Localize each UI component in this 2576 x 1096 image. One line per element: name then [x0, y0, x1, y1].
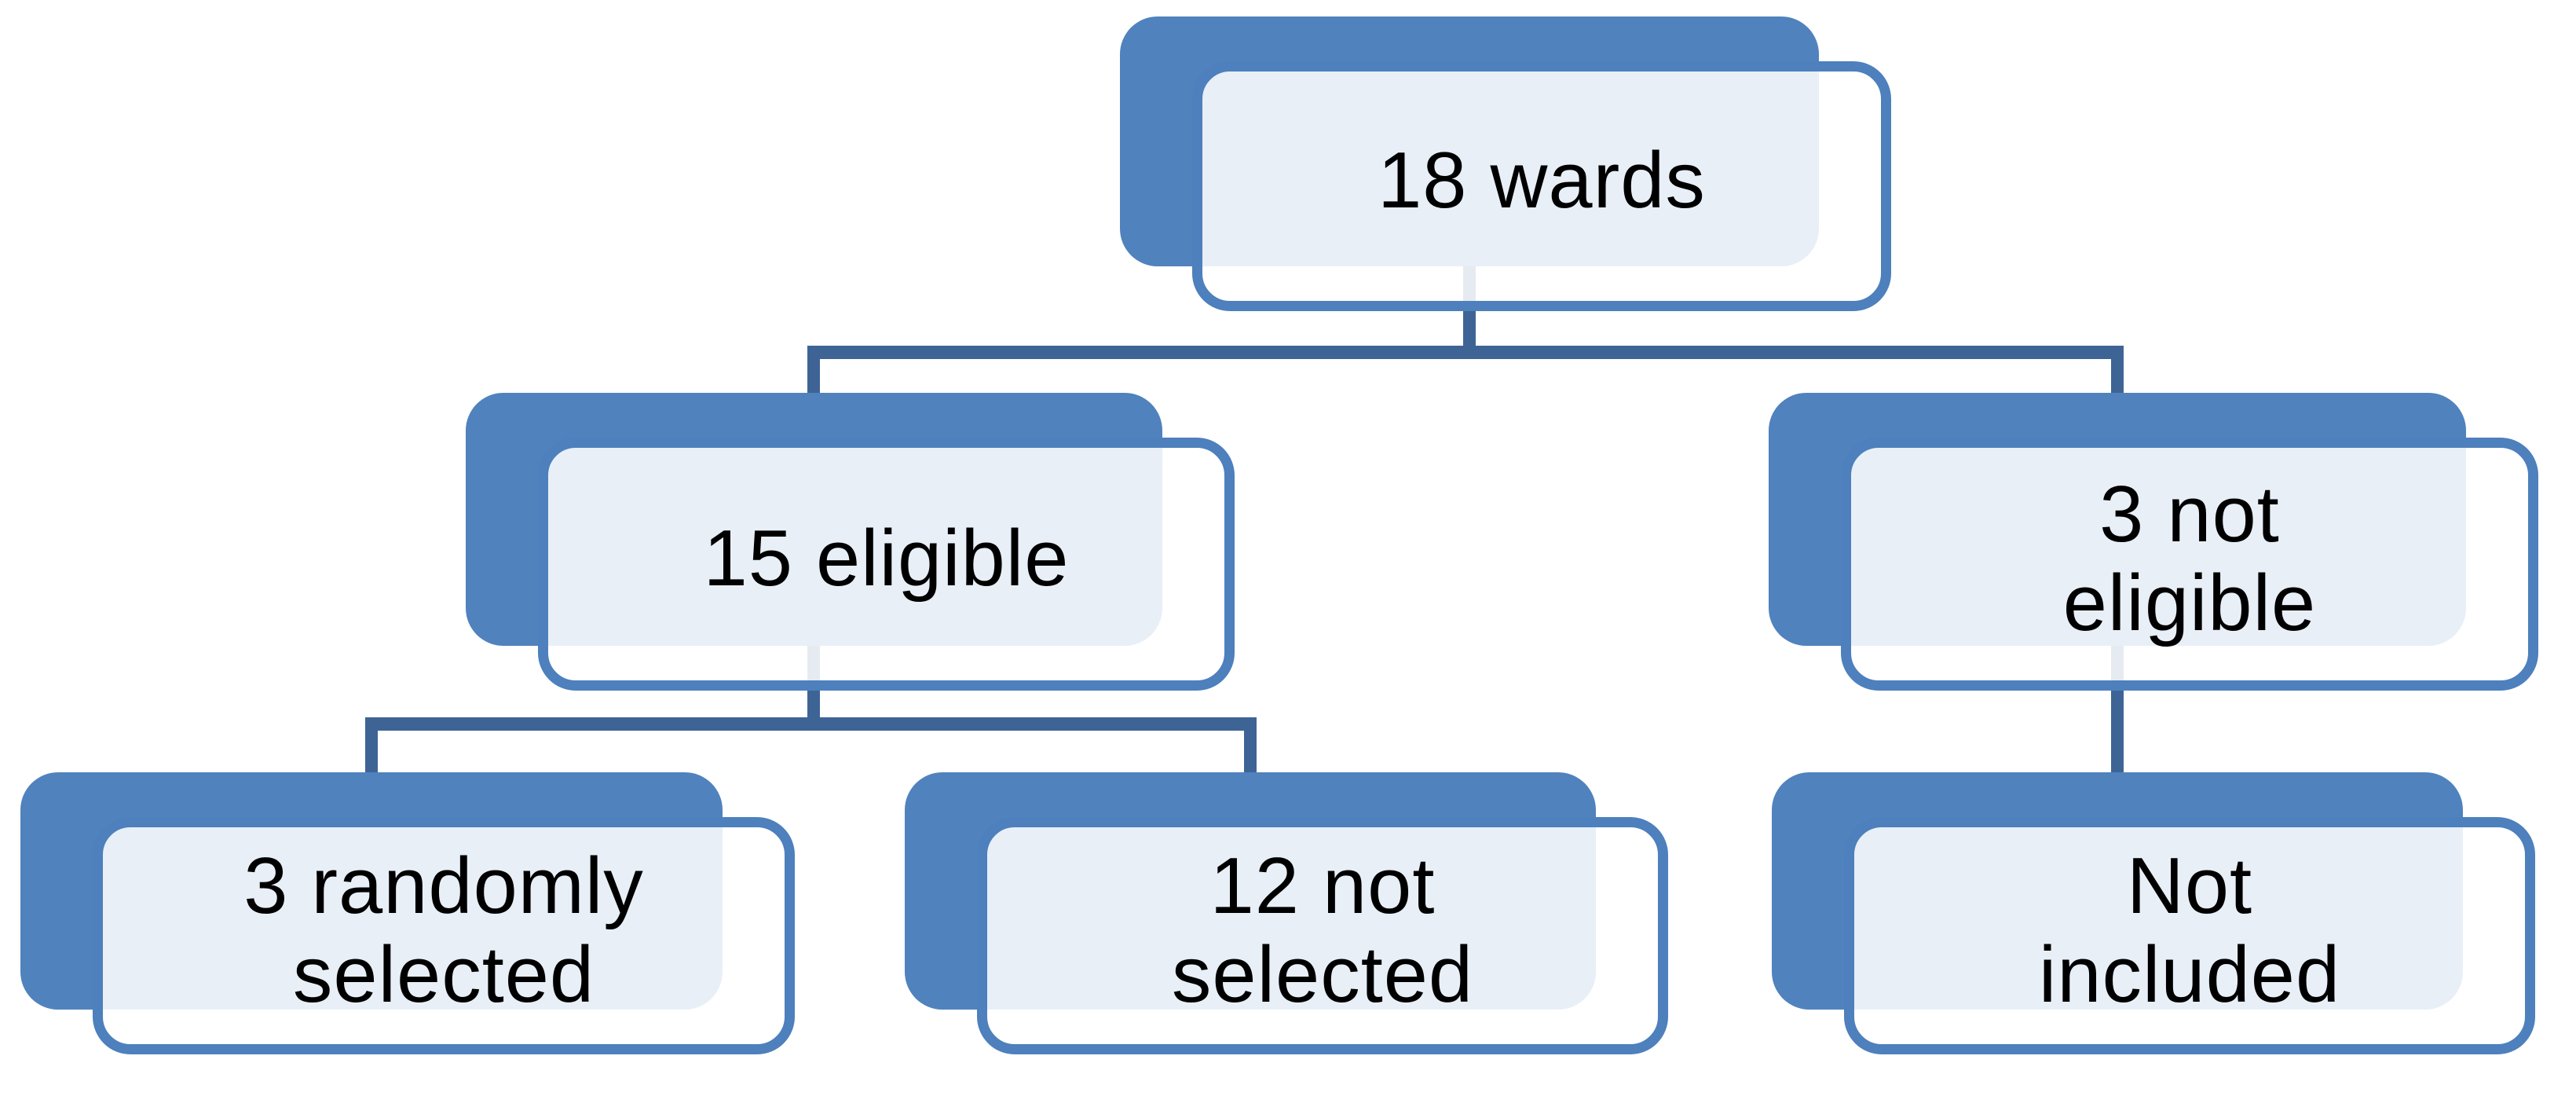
node-wards-front-shape: 18 wards: [1192, 61, 1891, 311]
connector-drop-not-eligible: [2111, 346, 2124, 401]
node-wards-label: 18 wards: [1378, 137, 1706, 225]
node-not-eligible: 3 not eligible: [1769, 393, 2538, 691]
node-eligible-front-shape: 15 eligible: [538, 438, 1235, 691]
node-not-eligible-label: 3 not eligible: [2062, 470, 2317, 647]
connector-drop-not-selected: [1244, 717, 1257, 788]
connector-level1-bar: [807, 346, 2124, 359]
node-not-eligible-front-shape: 3 not eligible: [1841, 438, 2538, 691]
node-not-selected-label: 12 not selected: [1171, 841, 1474, 1019]
node-not-included: Not included: [1772, 772, 2535, 1054]
node-wards: 18 wards: [1120, 16, 1891, 311]
node-randomly-selected: 3 randomly selected: [20, 772, 795, 1054]
node-not-included-label: Not included: [2038, 841, 2341, 1019]
node-eligible-label: 15 eligible: [703, 515, 1070, 603]
node-randomly-selected-front-shape: 3 randomly selected: [93, 817, 795, 1054]
node-not-selected: 12 not selected: [905, 772, 1668, 1054]
node-eligible: 15 eligible: [466, 393, 1235, 691]
connector-drop-eligible: [807, 346, 820, 401]
node-not-selected-front-shape: 12 not selected: [977, 817, 1668, 1054]
connector-drop-randomly: [365, 717, 378, 788]
connector-level2-bar: [365, 717, 1257, 731]
node-not-included-front-shape: Not included: [1844, 817, 2535, 1054]
node-randomly-selected-label: 3 randomly selected: [243, 841, 644, 1019]
